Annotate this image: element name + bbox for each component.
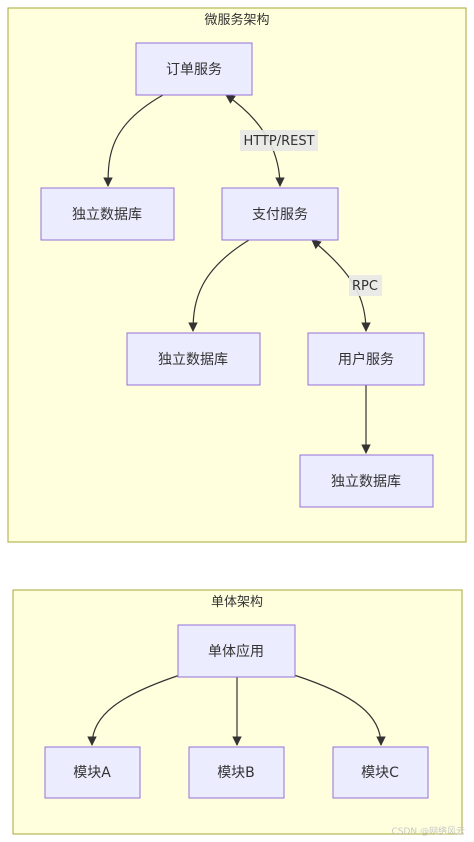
node-db-3-label: 独立数据库 (331, 474, 401, 490)
watermark: CSDN @网络风云 (391, 825, 465, 837)
edge-app-moduleA (87, 674, 181, 746)
microservice-group-title: 微服务架构 (204, 12, 269, 28)
edge-label-http-rest-text: HTTP/REST (243, 134, 314, 149)
node-order-service-box (135, 42, 253, 96)
edge-label-http-rest-bg (240, 130, 318, 151)
edge-label-rpc-bg (349, 275, 382, 296)
node-order-service-label: 订单服务 (166, 62, 222, 78)
node-payment-service-label: 支付服务 (252, 207, 308, 223)
node-db-1-label: 独立数据库 (72, 207, 142, 223)
node-db-2-box (126, 332, 261, 386)
monolith-group: 单体架构 单体应用 模块A 模块B 模块C (12, 589, 463, 835)
node-module-c-box (332, 746, 429, 799)
node-db-1-box (40, 187, 175, 241)
node-db-3-box (299, 454, 434, 508)
monolith-group-title: 单体架构 (211, 595, 263, 610)
edge-app-moduleC (293, 674, 386, 746)
edge-label-rpc: RPC (349, 275, 382, 296)
node-payment-service-box (221, 187, 339, 241)
node-module-c: 模块C (332, 746, 429, 799)
microservice-group: 微服务架构 HTTP/REST RPC 订单服务 独立数据库 支付服务 (7, 7, 467, 543)
edge-payment-db2 (188, 239, 250, 332)
edge-label-rpc-text: RPC (352, 279, 378, 294)
node-monolith-app: 单体应用 (177, 624, 296, 678)
node-module-a-label: 模块A (73, 765, 111, 781)
node-module-b-label: 模块B (217, 765, 255, 781)
node-module-b: 模块B (188, 746, 285, 799)
node-db-1: 独立数据库 (40, 187, 175, 241)
node-user-service: 用户服务 (307, 332, 425, 386)
node-db-2-label: 独立数据库 (158, 352, 228, 368)
node-order-service: 订单服务 (135, 42, 253, 96)
node-payment-service: 支付服务 (221, 187, 339, 241)
edge-label-http-rest: HTTP/REST (240, 130, 318, 151)
node-monolith-app-label: 单体应用 (208, 643, 264, 660)
node-db-3: 独立数据库 (299, 454, 434, 508)
node-module-a: 模块A (44, 746, 141, 799)
node-db-2: 独立数据库 (126, 332, 261, 386)
node-user-service-box (307, 332, 425, 386)
node-monolith-app-box (177, 624, 296, 678)
node-module-c-label: 模块C (361, 765, 399, 781)
node-module-a-box (44, 746, 141, 799)
node-user-service-label: 用户服务 (338, 351, 394, 368)
node-module-b-box (188, 746, 285, 799)
edge-order-db1 (103, 94, 164, 187)
